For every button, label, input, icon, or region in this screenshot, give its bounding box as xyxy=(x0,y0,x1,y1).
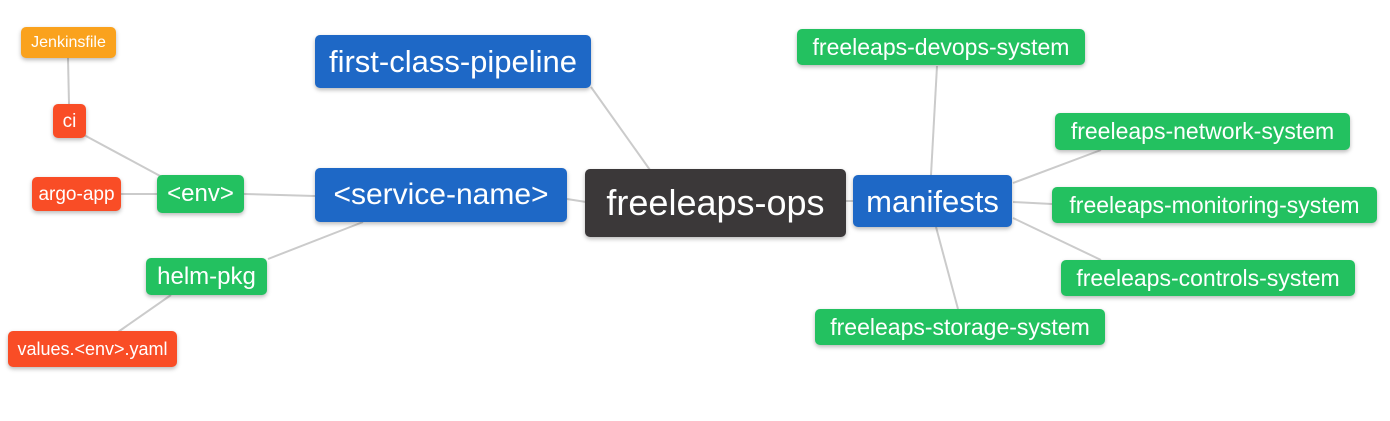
edge-env-ci xyxy=(83,134,163,178)
edge-root-service-name xyxy=(566,198,587,203)
edge-manifests-network xyxy=(1012,149,1102,184)
edge-root-first-class-pipeline xyxy=(590,86,651,171)
node-ci[interactable]: ci xyxy=(53,104,86,138)
node-manifests[interactable]: manifests xyxy=(853,175,1012,227)
node-freeleaps-ops-root[interactable]: freeleaps-ops xyxy=(585,169,846,237)
node-env[interactable]: <env> xyxy=(157,175,244,213)
node-argo-app[interactable]: argo-app xyxy=(32,177,121,211)
node-freeleaps-devops-system[interactable]: freeleaps-devops-system xyxy=(797,29,1085,65)
edge-ci-jenkinsfile xyxy=(67,57,70,105)
edge-manifests-devops xyxy=(930,65,938,176)
node-freeleaps-monitoring-system[interactable]: freeleaps-monitoring-system xyxy=(1052,187,1377,223)
edge-service-name-helm-pkg xyxy=(267,221,364,260)
node-freeleaps-controls-system[interactable]: freeleaps-controls-system xyxy=(1061,260,1355,296)
edge-manifests-storage xyxy=(935,226,959,310)
edge-service-name-env xyxy=(243,193,316,197)
edge-manifests-monitoring xyxy=(1012,201,1053,205)
edge-helm-pkg-values xyxy=(117,294,172,333)
node-values-env-yaml[interactable]: values.<env>.yaml xyxy=(8,331,177,367)
edge-manifests-controls xyxy=(1012,217,1102,261)
node-freeleaps-storage-system[interactable]: freeleaps-storage-system xyxy=(815,309,1105,345)
node-jenkinsfile[interactable]: Jenkinsfile xyxy=(21,27,116,58)
node-freeleaps-network-system[interactable]: freeleaps-network-system xyxy=(1055,113,1350,150)
node-helm-pkg[interactable]: helm-pkg xyxy=(146,258,267,295)
node-service-name[interactable]: <service-name> xyxy=(315,168,567,222)
node-first-class-pipeline[interactable]: first-class-pipeline xyxy=(315,35,591,88)
